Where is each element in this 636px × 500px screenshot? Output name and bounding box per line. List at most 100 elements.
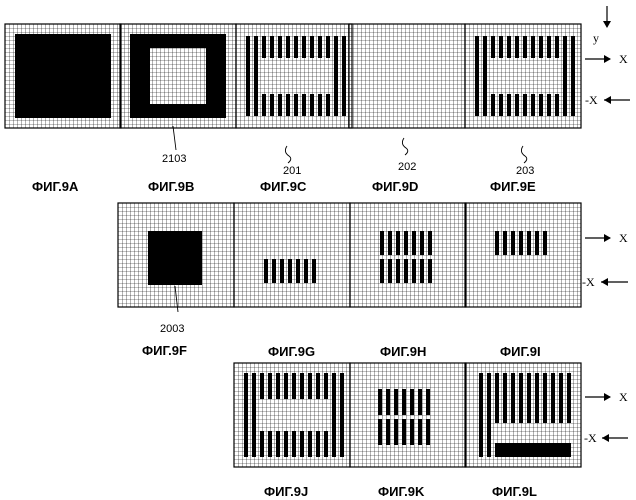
bottom-tooth: [294, 94, 298, 116]
ref-203: 203: [516, 165, 534, 177]
panel-9i: [465, 203, 581, 307]
stripe-bar: [495, 231, 499, 255]
bottom-tooth: [539, 94, 543, 116]
bottom-tooth: [515, 94, 519, 116]
stripe-bar-lower: [410, 419, 414, 445]
bottom-tooth: [316, 431, 320, 457]
stripe-bar-lower: [394, 419, 398, 445]
figure-label-9J: ФИГ.9J: [264, 484, 308, 499]
neg-x-axis-label-row3: -X: [584, 431, 597, 445]
bottom-tooth: [260, 431, 264, 457]
x-axis-arrow-row3: [585, 393, 611, 401]
bottom-tooth: [286, 94, 290, 116]
left-bar: [246, 36, 250, 116]
filled-region: [148, 231, 202, 285]
bottom-tooth: [324, 431, 328, 457]
panel-9a: [5, 24, 121, 128]
stripe-bar: [288, 259, 292, 283]
panel-9j: [234, 363, 350, 467]
top-tooth: [507, 36, 511, 58]
stripe-bar: [312, 259, 316, 283]
long-tooth: [543, 373, 547, 423]
stripe-bar-lower: [412, 259, 416, 283]
stripe-bar-lower: [420, 259, 424, 283]
stripe-bar-upper: [386, 389, 390, 415]
left-bar: [252, 373, 256, 457]
bottom-tooth: [284, 431, 288, 457]
right-bar: [563, 36, 567, 116]
stripe-bar-lower: [378, 419, 382, 445]
top-tooth: [276, 373, 280, 399]
bottom-tooth: [326, 94, 330, 116]
bottom-tooth: [270, 94, 274, 116]
ref-2103: 2103: [162, 153, 186, 165]
long-tooth: [495, 373, 499, 423]
stripe-bar-upper: [420, 231, 424, 255]
stripe-bar-upper: [394, 389, 398, 415]
left-bar: [479, 373, 483, 457]
stripe-bar-lower: [396, 259, 400, 283]
right-bar: [342, 36, 346, 116]
stripe-bar: [280, 259, 284, 283]
figure-label-9H: ФИГ.9H: [380, 344, 426, 359]
top-tooth: [260, 373, 264, 399]
stripe-bar-upper: [426, 389, 430, 415]
x-axis-label-row2: X: [619, 231, 628, 245]
stripe-bar-upper: [428, 231, 432, 255]
top-tooth: [278, 36, 282, 58]
stripe-bar-lower: [388, 259, 392, 283]
pixel-grid: [234, 203, 350, 307]
top-tooth: [324, 373, 328, 399]
bottom-tooth: [547, 94, 551, 116]
figure-label-9E: ФИГ.9E: [490, 179, 536, 194]
top-tooth: [294, 36, 298, 58]
top-tooth: [268, 373, 272, 399]
panel-9c: [236, 24, 352, 128]
figure-label-9G: ФИГ.9G: [268, 344, 315, 359]
bottom-tooth: [300, 431, 304, 457]
right-bar: [571, 36, 575, 116]
top-tooth: [318, 36, 322, 58]
stripe-bar-upper: [418, 389, 422, 415]
panel-9d: [349, 24, 465, 128]
frame-right: [206, 34, 226, 118]
leader-line-203: [521, 146, 526, 163]
y-axis-arrow: [603, 6, 611, 28]
y-axis-label: y: [593, 31, 599, 45]
right-bar: [340, 373, 344, 457]
long-tooth: [519, 373, 523, 423]
long-tooth: [535, 373, 539, 423]
left-bar: [475, 36, 479, 116]
x-axis-arrow-row1: [585, 55, 611, 63]
stripe-bar: [264, 259, 268, 283]
neg-x-axis-arrow-row1: [604, 96, 630, 104]
long-tooth: [567, 373, 571, 423]
top-tooth: [547, 36, 551, 58]
frame-left: [130, 34, 150, 118]
panel-9h: [350, 203, 466, 307]
top-tooth: [310, 36, 314, 58]
top-tooth: [308, 373, 312, 399]
top-tooth: [531, 36, 535, 58]
bottom-tooth: [268, 431, 272, 457]
panel-9b: [120, 24, 236, 128]
figure-label-9D: ФИГ.9D: [372, 179, 418, 194]
ref-201: 201: [283, 165, 301, 177]
top-tooth: [286, 36, 290, 58]
stripe-bar-lower: [402, 419, 406, 445]
stripe-bar-upper: [396, 231, 400, 255]
leader-line-201: [285, 146, 290, 163]
stripe-bar: [519, 231, 523, 255]
top-tooth: [284, 373, 288, 399]
top-tooth: [302, 36, 306, 58]
top-tooth: [270, 36, 274, 58]
long-tooth: [551, 373, 555, 423]
long-tooth: [527, 373, 531, 423]
stripe-bar-lower: [426, 419, 430, 445]
stripe-bar-upper: [380, 231, 384, 255]
bottom-tooth: [555, 94, 559, 116]
long-tooth: [559, 373, 563, 423]
x-axis-arrow-row2: [585, 234, 611, 242]
x-axis-label-row3: X: [619, 390, 628, 404]
